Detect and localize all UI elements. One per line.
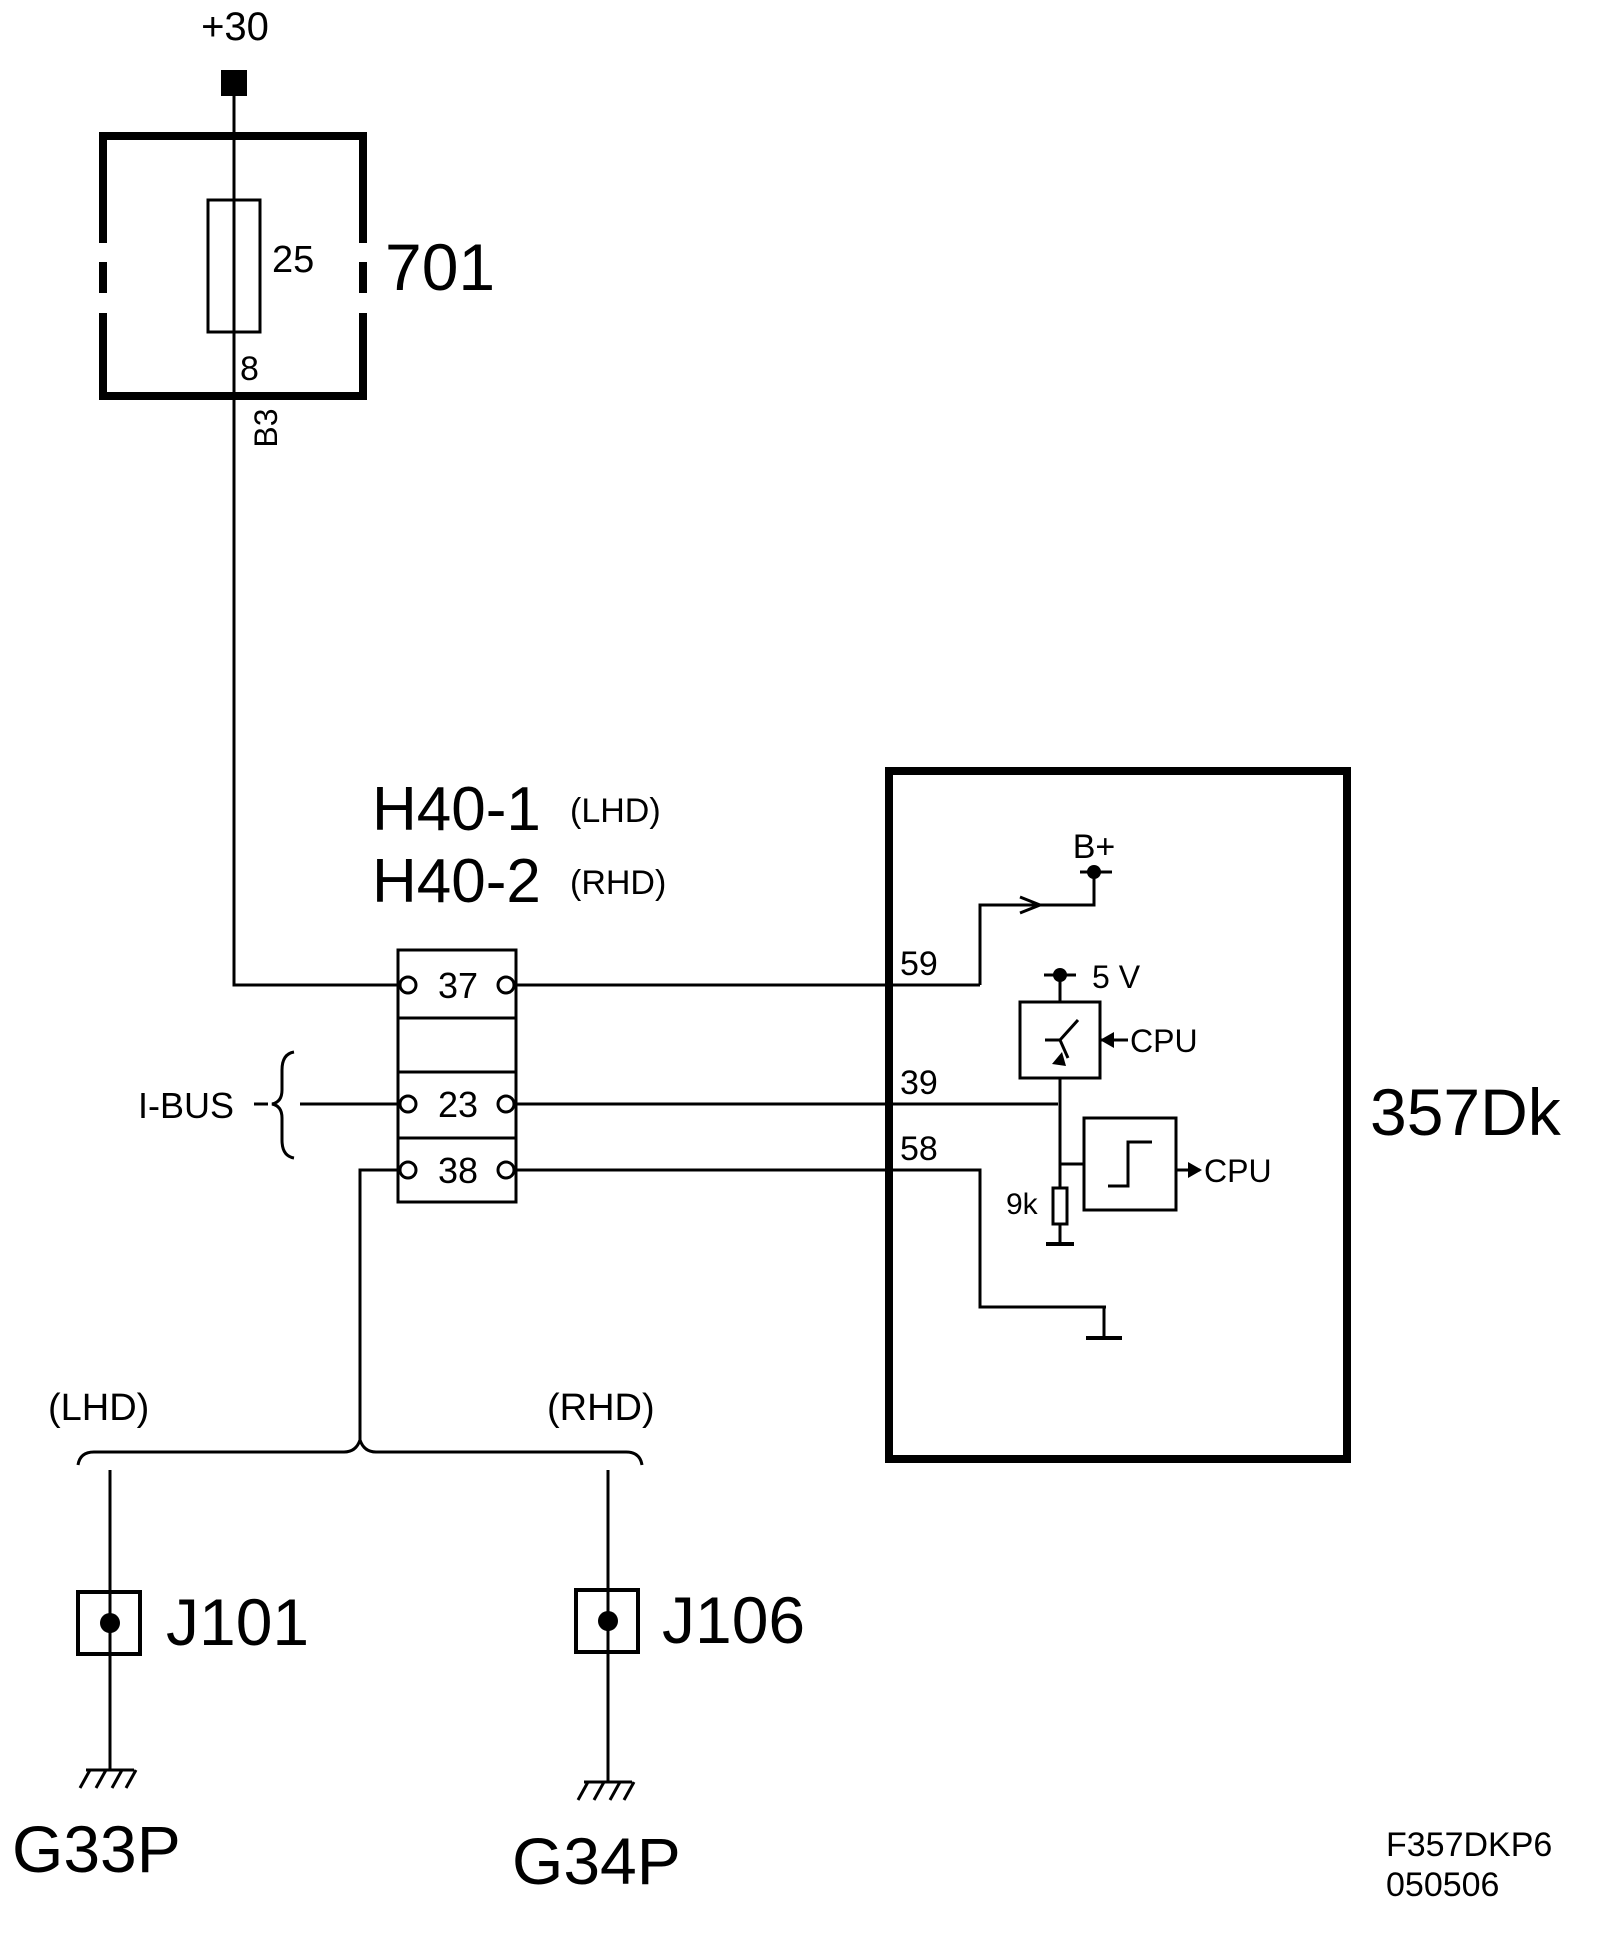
fuse-box: 25 8 701 B3 <box>99 132 495 448</box>
resistor-label: 9k <box>1006 1188 1039 1221</box>
supply-terminal-square <box>221 70 247 96</box>
i-bus: I-BUS <box>138 1050 400 1160</box>
connector-variant-rhd: (RHD) <box>570 864 666 902</box>
fuse-pin: 8 <box>240 350 259 388</box>
ground-tick <box>622 1781 636 1801</box>
schmitt-trigger-block <box>1082 1116 1178 1212</box>
connector-pin-left <box>398 975 418 995</box>
ground-tick <box>592 1781 606 1801</box>
module-pin-label: 59 <box>900 945 938 983</box>
chassis-ground-g34p: G34P <box>512 1780 681 1898</box>
junction-j101-label: J101 <box>166 1585 309 1659</box>
ground-tick <box>124 1769 138 1789</box>
connector-body <box>396 948 518 1204</box>
ground-tick <box>78 1769 92 1789</box>
connector-pin-left <box>398 1094 418 1114</box>
connector-name-lhd: H40-1 <box>372 775 541 844</box>
ground-branch: (LHD) (RHD) J101 J106 G33P <box>12 1387 805 1898</box>
b-plus-node <box>1087 865 1101 879</box>
schmitt-trigger-symbol <box>1108 1140 1152 1188</box>
supply-label: +30 <box>201 5 269 49</box>
module-357dk: 357Dk 59 39 58 B+ 5 V CPU CPU 9 <box>885 767 1562 1463</box>
wire-38-58 <box>514 1168 1106 1309</box>
connector-pin-right <box>496 1160 516 1180</box>
connector-pin-right <box>496 975 516 995</box>
ground-branch-wire <box>358 1168 400 1440</box>
connector-variant-lhd: (LHD) <box>570 792 661 830</box>
wire-code: B3 <box>248 408 284 447</box>
right-variant-label: (RHD) <box>547 1387 655 1429</box>
fuse-rating: 25 <box>272 239 314 281</box>
fuse-box-id: 701 <box>385 230 495 304</box>
connector-name-rhd: H40-2 <box>372 847 541 916</box>
b-plus-label: B+ <box>1073 828 1116 866</box>
module-id: 357Dk <box>1370 1075 1562 1149</box>
connector-h40: H40-1 (LHD) H40-2 (RHD) 37 23 38 <box>372 775 666 1204</box>
left-variant-label: (LHD) <box>48 1387 149 1429</box>
variant-brace <box>76 1435 644 1466</box>
transistor-switch-arrowhead <box>1052 1052 1066 1066</box>
ground-tick <box>608 1781 622 1801</box>
ground-tick <box>576 1781 590 1801</box>
junction-j106-label: J106 <box>662 1583 805 1657</box>
chassis-ground-g33p: G33P <box>12 1768 181 1886</box>
cpu-label-bottom: CPU <box>1204 1153 1272 1189</box>
cpu-label-top: CPU <box>1130 1023 1198 1059</box>
junction-j101-dot <box>100 1613 120 1633</box>
junction-j106-dot <box>598 1611 618 1631</box>
connector-pin-right <box>496 1094 516 1114</box>
transistor-switch-symbol <box>1045 1018 1080 1059</box>
ground-g34p-label: G34P <box>512 1824 681 1898</box>
vcc-label: 5 V <box>1092 959 1141 995</box>
cpu-output-arrow <box>1188 1162 1202 1178</box>
ground-tick <box>94 1769 108 1789</box>
connector-pin-label: 37 <box>438 965 478 1006</box>
b-plus-wire <box>1040 872 1096 907</box>
module-pin-label: 39 <box>900 1064 938 1102</box>
i-bus-label: I-BUS <box>138 1085 234 1126</box>
supply-terminal: +30 <box>201 5 269 96</box>
ground-g33p-label: G33P <box>12 1812 181 1886</box>
module-outline <box>885 767 1351 1463</box>
connector-pin-label: 38 <box>438 1150 478 1191</box>
resistor-9k <box>1051 1186 1069 1226</box>
fuse-box-outline <box>99 132 367 400</box>
i-bus-brace <box>271 1050 295 1160</box>
b-plus-switch-line <box>978 903 1040 985</box>
connector-pin-label: 23 <box>438 1084 478 1125</box>
diagram-code: F357DKP6 <box>1386 1826 1552 1864</box>
module-pin-label: 58 <box>900 1130 938 1168</box>
cpu-control-arrow <box>1100 1032 1114 1048</box>
diagram-date: 050506 <box>1386 1866 1499 1904</box>
connector-pin-left <box>398 1160 418 1180</box>
ground-tick <box>110 1769 124 1789</box>
